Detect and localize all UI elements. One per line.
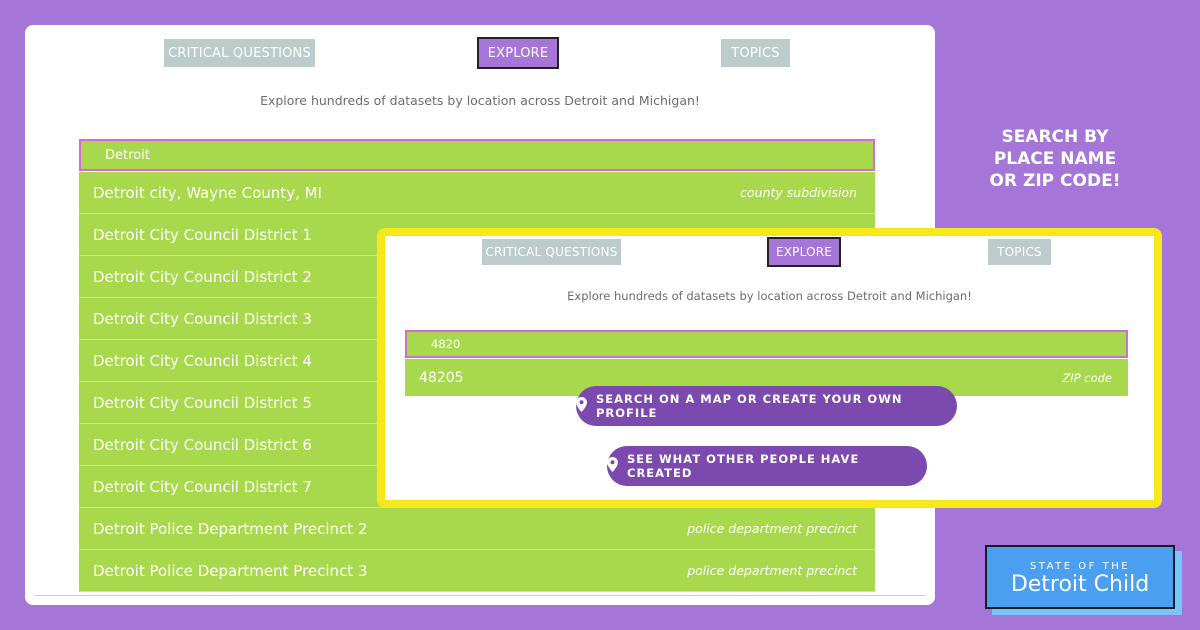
list-item[interactable]: Detroit city, Wayne County, MI county sub… (79, 172, 875, 214)
tab-critical-questions[interactable]: CRITICAL QUESTIONS (482, 239, 621, 265)
result-name: Detroit City Council District 6 (93, 435, 312, 454)
result-type: police department precinct (687, 521, 857, 536)
map-pin-icon (607, 457, 618, 475)
callout-line: OR ZIP CODE! (989, 171, 1121, 191)
tab-critical-questions[interactable]: CRITICAL QUESTIONS (164, 39, 315, 67)
result-name: Detroit Police Department Precinct 2 (93, 519, 368, 538)
result-name: Detroit City Council District 3 (93, 309, 312, 328)
zip-search-input[interactable] (405, 330, 1128, 358)
tab-topics[interactable]: TOPICS (721, 39, 790, 67)
result-name: Detroit City Council District 2 (93, 267, 312, 286)
result-name: 48205 (419, 369, 464, 386)
result-type: county subdivision (740, 185, 857, 200)
callout-line: SEARCH BY (1001, 127, 1109, 147)
result-type: police department precinct (687, 563, 857, 578)
see-created-button[interactable]: SEE WHAT OTHER PEOPLE HAVE CREATED (607, 446, 927, 486)
divider (35, 595, 925, 596)
front-panel: CRITICAL QUESTIONS EXPLORE TOPICS Explor… (377, 228, 1162, 508)
location-search-input[interactable] (79, 139, 875, 171)
logo-title: Detroit Child (1010, 572, 1150, 597)
tagline: Explore hundreds of datasets by location… (567, 289, 972, 303)
result-name: Detroit City Council District 5 (93, 393, 312, 412)
tab-explore[interactable]: EXPLORE (767, 237, 841, 267)
list-item[interactable]: Detroit Police Department Precinct 2 poli… (79, 508, 875, 550)
tab-explore[interactable]: EXPLORE (477, 37, 559, 69)
result-name: Detroit City Council District 1 (93, 225, 312, 244)
result-type: ZIP code (1062, 370, 1112, 385)
see-created-label: SEE WHAT OTHER PEOPLE HAVE CREATED (627, 452, 860, 480)
logo-subtitle: STATE OF THE (1029, 561, 1131, 572)
map-pin-icon (576, 397, 587, 415)
callout-line: PLACE NAME (993, 149, 1117, 169)
result-name: Detroit city, Wayne County, MI (93, 183, 322, 202)
result-name: Detroit Police Department Precinct 3 (93, 561, 368, 580)
search-map-label: SEARCH ON A MAP OR CREATE YOUR OWN PROFI… (596, 392, 903, 420)
result-name: Detroit City Council District 4 (93, 351, 312, 370)
list-item[interactable]: Detroit Police Department Precinct 3 poli… (79, 550, 875, 592)
logo: STATE OF THE Detroit Child (985, 545, 1175, 609)
result-name: Detroit City Council District 7 (93, 477, 312, 496)
tab-topics[interactable]: TOPICS (988, 239, 1051, 265)
search-map-button[interactable]: SEARCH ON A MAP OR CREATE YOUR OWN PROFI… (576, 386, 957, 426)
tagline: Explore hundreds of datasets by location… (260, 93, 700, 108)
search-callout: SEARCH BY PLACE NAME OR ZIP CODE! (975, 126, 1135, 192)
